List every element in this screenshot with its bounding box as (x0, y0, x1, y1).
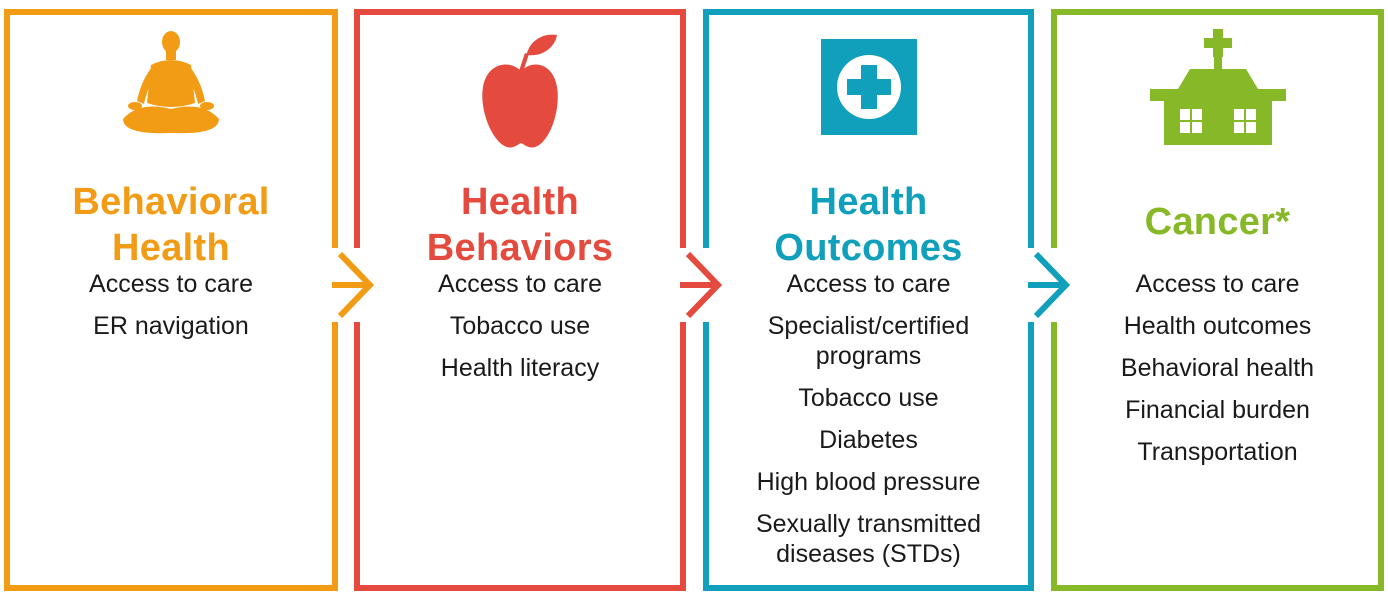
list-item: Health outcomes (1123, 312, 1312, 340)
arrow-right-icon (1028, 251, 1070, 319)
arrow-right-icon (332, 251, 374, 319)
list-item: Tobacco use (449, 312, 591, 340)
panel-cancer: Cancer* Access to care Health outcomes B… (1051, 9, 1384, 591)
apple-icon (482, 34, 558, 148)
list-item: Sexually transmitted diseases (STDs) (755, 510, 982, 568)
panel-behavioral-health: Behavioral Health Access to care ER navi… (4, 9, 338, 591)
list-item: ER navigation (93, 312, 249, 340)
list-item: Tobacco use (798, 384, 939, 412)
hospital-icon (1149, 29, 1286, 145)
list-item: Access to care (1135, 270, 1300, 298)
panel-health-outcomes: Health Outcomes Access to care Specialis… (703, 9, 1034, 591)
panel-title: Health Outcomes (709, 179, 1028, 271)
title-line: Outcomes (774, 226, 963, 269)
panel-title: Behavioral Health (10, 179, 332, 271)
meditation-icon (123, 31, 219, 134)
title-line: Health (461, 180, 579, 223)
title-line: Behavioral (72, 180, 270, 223)
panel-title: Cancer* (1057, 199, 1378, 245)
list-item: Behavioral health (1120, 354, 1315, 382)
medical-cross-icon (820, 39, 917, 135)
list-item: Financial burden (1125, 396, 1310, 424)
list-item: High blood pressure (756, 468, 981, 496)
arrow-right-icon (680, 251, 722, 319)
title-line: Cancer* (1144, 200, 1291, 243)
list-item: Specialist/certified programs (767, 312, 970, 370)
list-item: Transportation (1137, 438, 1298, 466)
item-list: Access to care Tobacco use Health litera… (360, 269, 680, 395)
item-list: Access to care ER navigation (10, 269, 332, 353)
item-list: Access to care Health outcomes Behaviora… (1057, 269, 1378, 479)
title-line: Health (112, 226, 230, 269)
title-line: Behaviors (426, 226, 614, 269)
list-item: Access to care (786, 270, 951, 298)
item-list: Access to care Specialist/certified prog… (709, 269, 1028, 581)
list-item: Access to care (438, 270, 602, 298)
title-line: Health (809, 180, 928, 223)
list-item: Diabetes (819, 426, 918, 454)
panel-health-behaviors: Health Behaviors Access to care Tobacco … (354, 9, 686, 591)
list-item: Health literacy (440, 354, 600, 382)
list-item: Access to care (89, 270, 253, 298)
panel-title: Health Behaviors (360, 179, 680, 271)
